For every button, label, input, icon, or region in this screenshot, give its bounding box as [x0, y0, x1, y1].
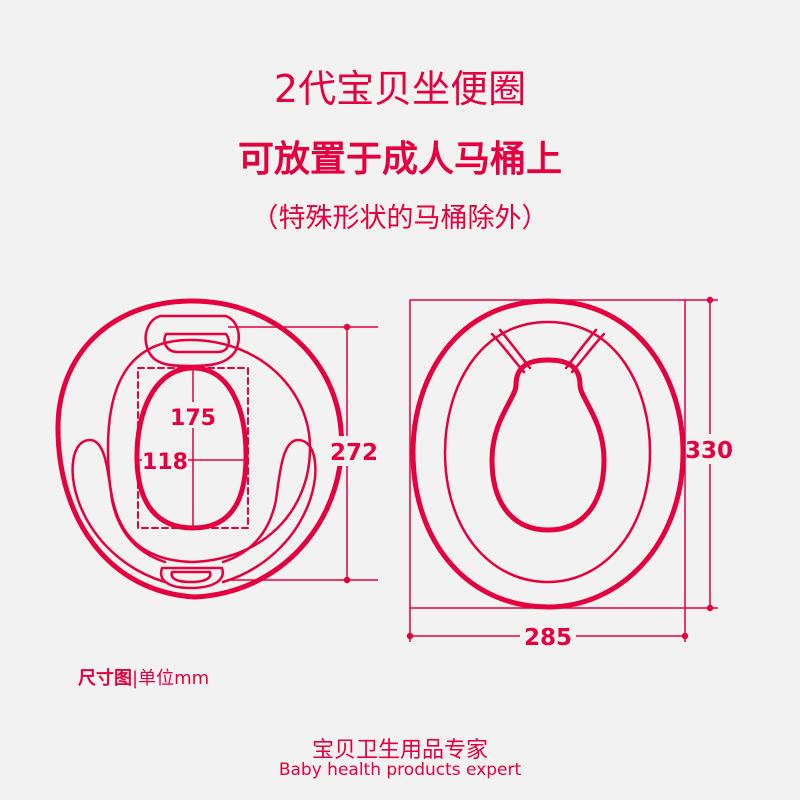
page-subtitle: 可放置于成人马桶上: [237, 139, 562, 180]
toilet-opening: [489, 357, 607, 533]
footer-slogan-en: Baby health products expert: [278, 760, 522, 780]
toilet-inner-rim: [443, 320, 652, 584]
page-title: 2代宝贝坐便圈: [273, 67, 527, 111]
unit-note-label: 尺寸图: [78, 668, 132, 689]
opening-width-label: 118: [142, 450, 188, 475]
seat-right-rail: [221, 438, 317, 584]
unit-note: 尺寸图|单位mm: [78, 664, 209, 690]
seat-outer-outline: [55, 298, 345, 600]
seat-bottom-handle: [159, 566, 224, 590]
seat-left-rail: [71, 438, 167, 584]
opening-bounding-box: [137, 367, 249, 529]
seat-bottom-handle-slot: [170, 570, 212, 584]
seat-top-handle-slot: [163, 332, 230, 354]
toilet-outer-outline: [410, 298, 686, 610]
toilet-width-label: 285: [524, 625, 572, 651]
toilet-height-label: 330: [685, 438, 733, 464]
seat-inner-rim: [106, 338, 312, 564]
page-note: （特殊形状的马桶除外）: [251, 203, 549, 234]
toilet-drawing: [409, 298, 686, 610]
seat-height-dimension: [228, 323, 378, 584]
baby-seat-drawing: [55, 298, 345, 600]
unit-note-unit: 单位mm: [138, 668, 210, 689]
seat-height-label: 272: [330, 440, 378, 466]
footer-slogan-cn: 宝贝卫生用品专家: [311, 738, 488, 763]
opening-length-label: 175: [170, 406, 216, 431]
unit-note-separator: |: [132, 668, 139, 689]
